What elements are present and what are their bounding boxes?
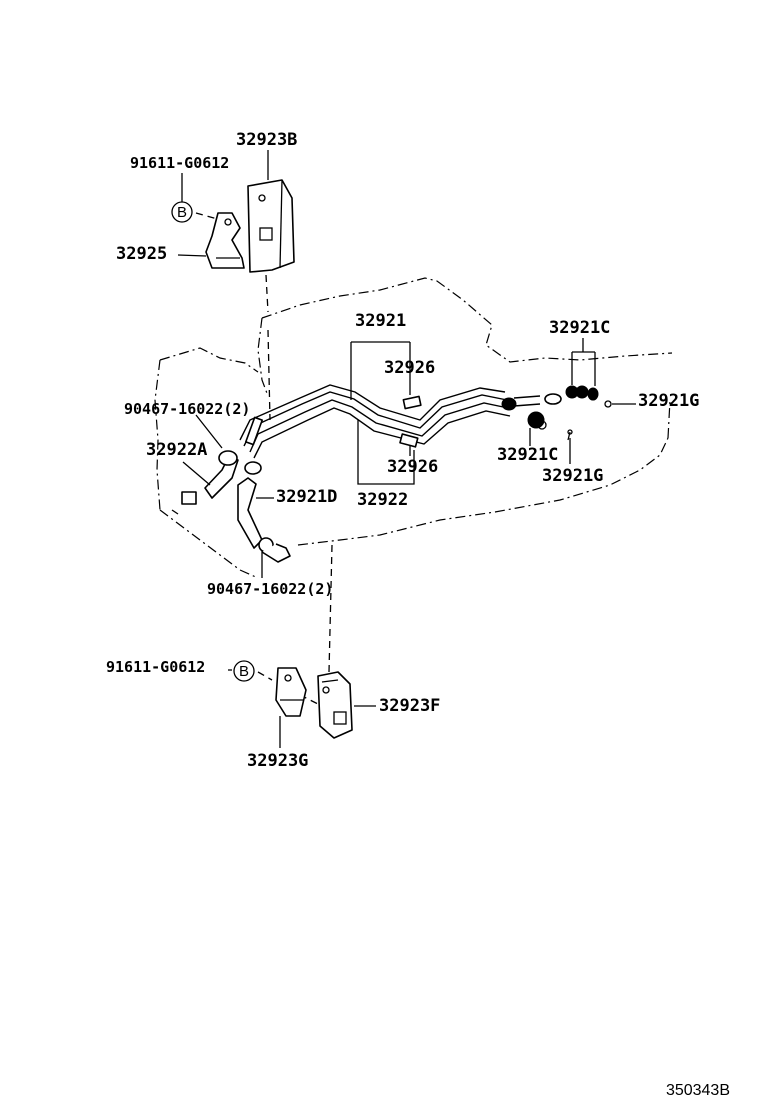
grommet-32926-upper [402,395,422,410]
label-32921g-mid: 32921G [542,466,603,486]
label-32926-bottom: 32926 [387,457,438,477]
label-32921g-right: 32921G [638,391,699,411]
bolt-b-bottom-guide [257,671,273,681]
svg-text:B: B [177,204,187,221]
svg-text:B: B [239,663,249,680]
diagram-reference-code: 350343B [666,1082,730,1099]
bracket-bottom-guide [328,544,333,673]
bolt-b-top-guide [195,212,233,224]
label-90467-bottom: 90467-16022(2) [207,580,333,598]
bolt-b-marker-top: B [171,201,193,223]
bolt-b-marker-bottom: B [233,660,255,682]
label-32926-top: 32926 [384,358,435,378]
grommet-32926-lower [399,433,419,448]
label-91611-bottom: 91611-G0612 [106,658,205,676]
label-32925: 32925 [116,244,167,264]
bracket-32923b [247,179,295,273]
bracket-32923f [317,671,353,739]
hose-32922a [171,450,239,515]
label-32921d: 32921D [276,487,337,507]
fittings-32921c [501,385,612,441]
bracket-top-guide [265,274,271,421]
label-32923f: 32923F [379,696,440,716]
label-91611-top: 91611-G0612 [130,154,229,172]
clamp-32923g [275,667,307,717]
label-32922a: 32922A [146,440,207,460]
clamp-32925 [205,212,245,269]
label-32921c-mid: 32921C [497,445,558,465]
transmission-outline [154,277,673,579]
label-32922: 32922 [357,490,408,510]
label-32923b: 32923B [236,130,297,150]
label-90467-top: 90467-16022(2) [124,400,250,418]
label-32923g: 32923G [247,751,308,771]
leader-lines [177,150,636,748]
label-32921: 32921 [355,311,406,331]
hose-32921d [237,461,291,563]
cooler-tubes [239,384,511,459]
label-32921c-top: 32921C [549,318,610,338]
